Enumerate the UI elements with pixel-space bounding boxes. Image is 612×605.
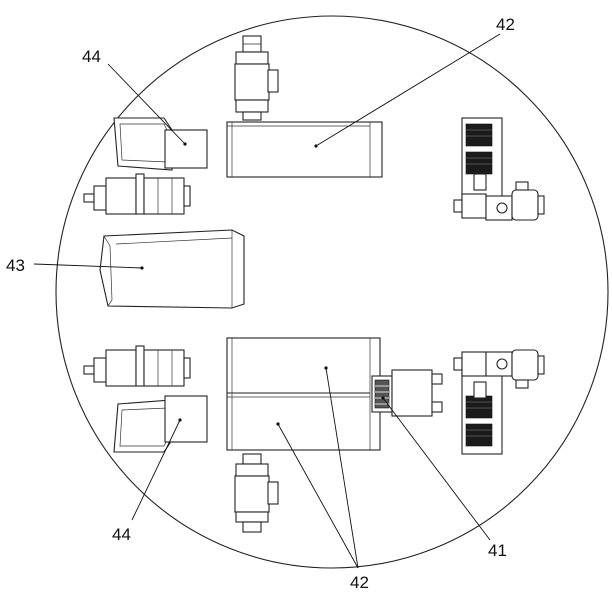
leader-44-top (107, 63, 186, 145)
label-41: 41 (488, 541, 507, 560)
leader-44-bottom (131, 419, 181, 521)
right-roller-assembly-top (453, 117, 545, 221)
leader-lines (33, 33, 501, 569)
label-43: 43 (6, 256, 25, 275)
leader-42-bottom-a (325, 367, 359, 569)
label-42-top: 42 (496, 15, 515, 34)
leader-42-bottom-b (277, 423, 359, 569)
right-roller-assembly-bottom (453, 349, 545, 455)
leader-41 (382, 397, 491, 541)
label-44-bottom: 44 (112, 525, 131, 544)
component-44-bottom (113, 395, 208, 453)
bottom-motor-assembly (234, 453, 279, 533)
left-motor-lower (83, 345, 191, 387)
outer-boundary-circle (55, 15, 609, 569)
component-41 (371, 369, 443, 417)
leader-43 (33, 263, 143, 269)
leader-42-top (315, 33, 501, 147)
component-42-top (226, 121, 383, 178)
component-43 (99, 229, 245, 309)
label-42-bottom: 42 (350, 573, 369, 592)
top-motor-assembly (234, 35, 279, 121)
label-44-top: 44 (82, 47, 101, 66)
left-motor-upper (83, 173, 191, 215)
component-44-top (113, 117, 208, 171)
component-42-bottom (226, 337, 381, 451)
